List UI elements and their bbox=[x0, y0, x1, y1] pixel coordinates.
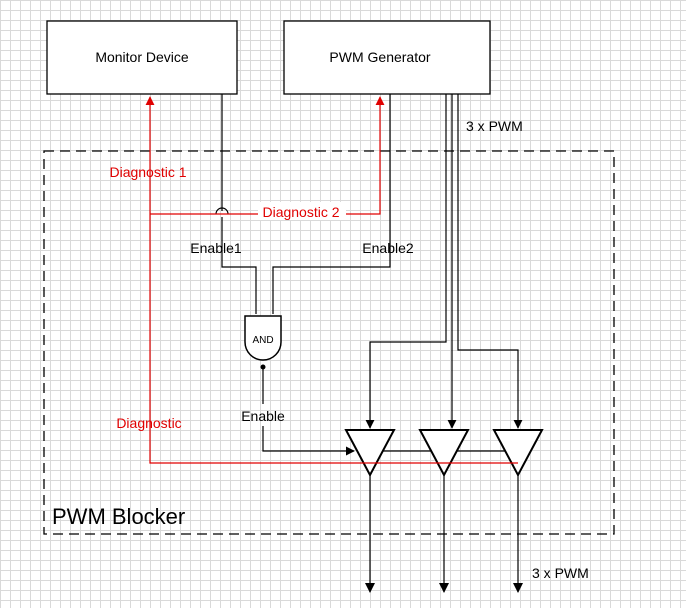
and-gate-label: AND bbox=[252, 335, 273, 346]
diagnostic-label: Diagnostic bbox=[116, 415, 181, 431]
diagnostic-2-line bbox=[150, 96, 385, 215]
pwm-input-label: 3 x PWM bbox=[466, 118, 523, 134]
enable1-wire-lower bbox=[221, 217, 257, 314]
and-output-dot bbox=[260, 364, 266, 370]
pwm-line-3 bbox=[457, 94, 523, 429]
pwm-blocker-label: PWM Blocker bbox=[52, 504, 185, 529]
diagnostic-2-label: Diagnostic 2 bbox=[262, 204, 339, 220]
diagnostic-line bbox=[145, 96, 518, 464]
enable1-crossover-hop bbox=[215, 207, 229, 215]
enable2-wire bbox=[272, 94, 391, 314]
enable-wire-lower bbox=[262, 426, 355, 456]
monitor-device-block bbox=[46, 20, 238, 95]
diagnostic-2-label-bg bbox=[258, 202, 346, 220]
buffer-3 bbox=[492, 429, 544, 478]
enable2-label: Enable2 bbox=[362, 240, 414, 256]
and-gate bbox=[244, 315, 282, 361]
buffer-1 bbox=[344, 429, 396, 478]
pwm-generator-label: PWM Generator bbox=[329, 49, 430, 65]
monitor-device-label: Monitor Device bbox=[95, 49, 189, 65]
pwm-line-1 bbox=[365, 94, 447, 429]
diagnostic-1-label: Diagnostic 1 bbox=[109, 164, 186, 180]
pwm-generator-block bbox=[283, 20, 491, 95]
enable1-label: Enable1 bbox=[190, 240, 242, 256]
pwm-output-label: 3 x PWM bbox=[532, 565, 589, 581]
enable-label: Enable bbox=[241, 408, 285, 424]
buffer-2 bbox=[418, 429, 470, 478]
pwm-blocker-boundary bbox=[43, 150, 615, 535]
